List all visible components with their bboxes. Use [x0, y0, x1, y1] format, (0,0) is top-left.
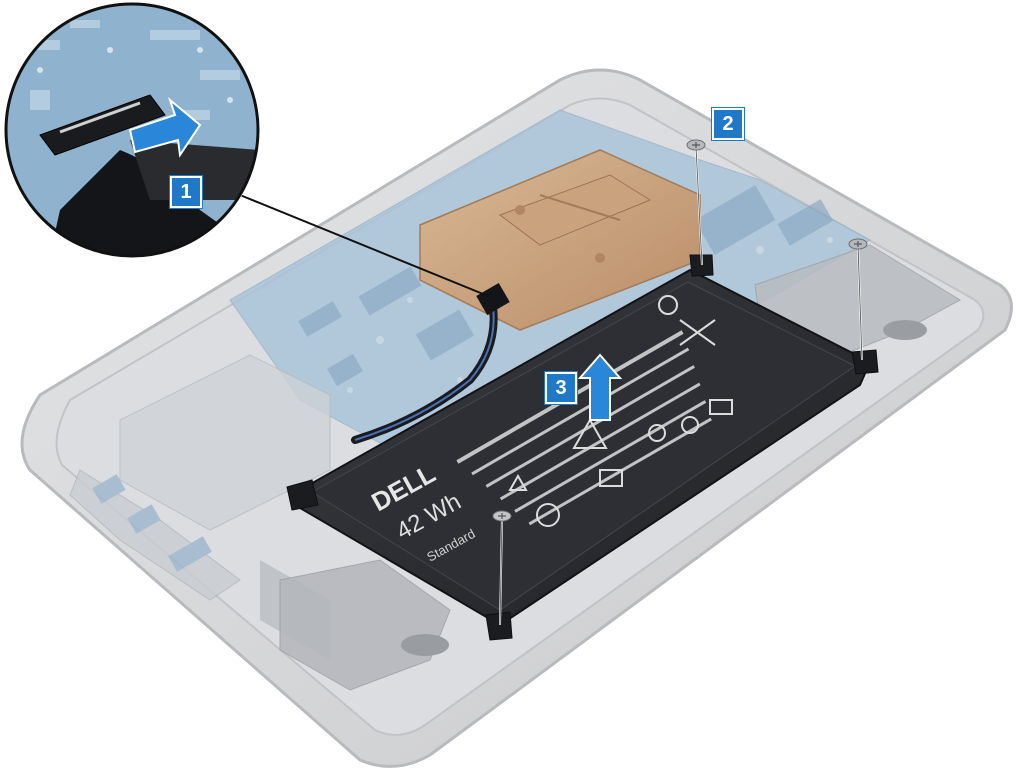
speaker-bottom	[279, 559, 451, 691]
zoom-leader-line	[239, 194, 489, 297]
disconnect-arrow-icon	[128, 96, 202, 158]
battery: DELL 42 Wh Standard	[286, 254, 879, 641]
battery-cable	[351, 282, 510, 444]
screws	[492, 139, 868, 626]
heat-spreader	[419, 149, 701, 331]
screw-bottom	[492, 510, 512, 626]
screw-top-middle	[686, 139, 706, 266]
zoom-inset	[4, 2, 260, 258]
battery-certification-marks	[508, 295, 733, 527]
step-callout-1: 1	[170, 176, 202, 208]
lift-arrow-icon	[577, 353, 623, 421]
screw-right	[848, 238, 868, 361]
step-callout-2: 2	[712, 108, 744, 140]
step-callout-3: 3	[545, 372, 577, 404]
